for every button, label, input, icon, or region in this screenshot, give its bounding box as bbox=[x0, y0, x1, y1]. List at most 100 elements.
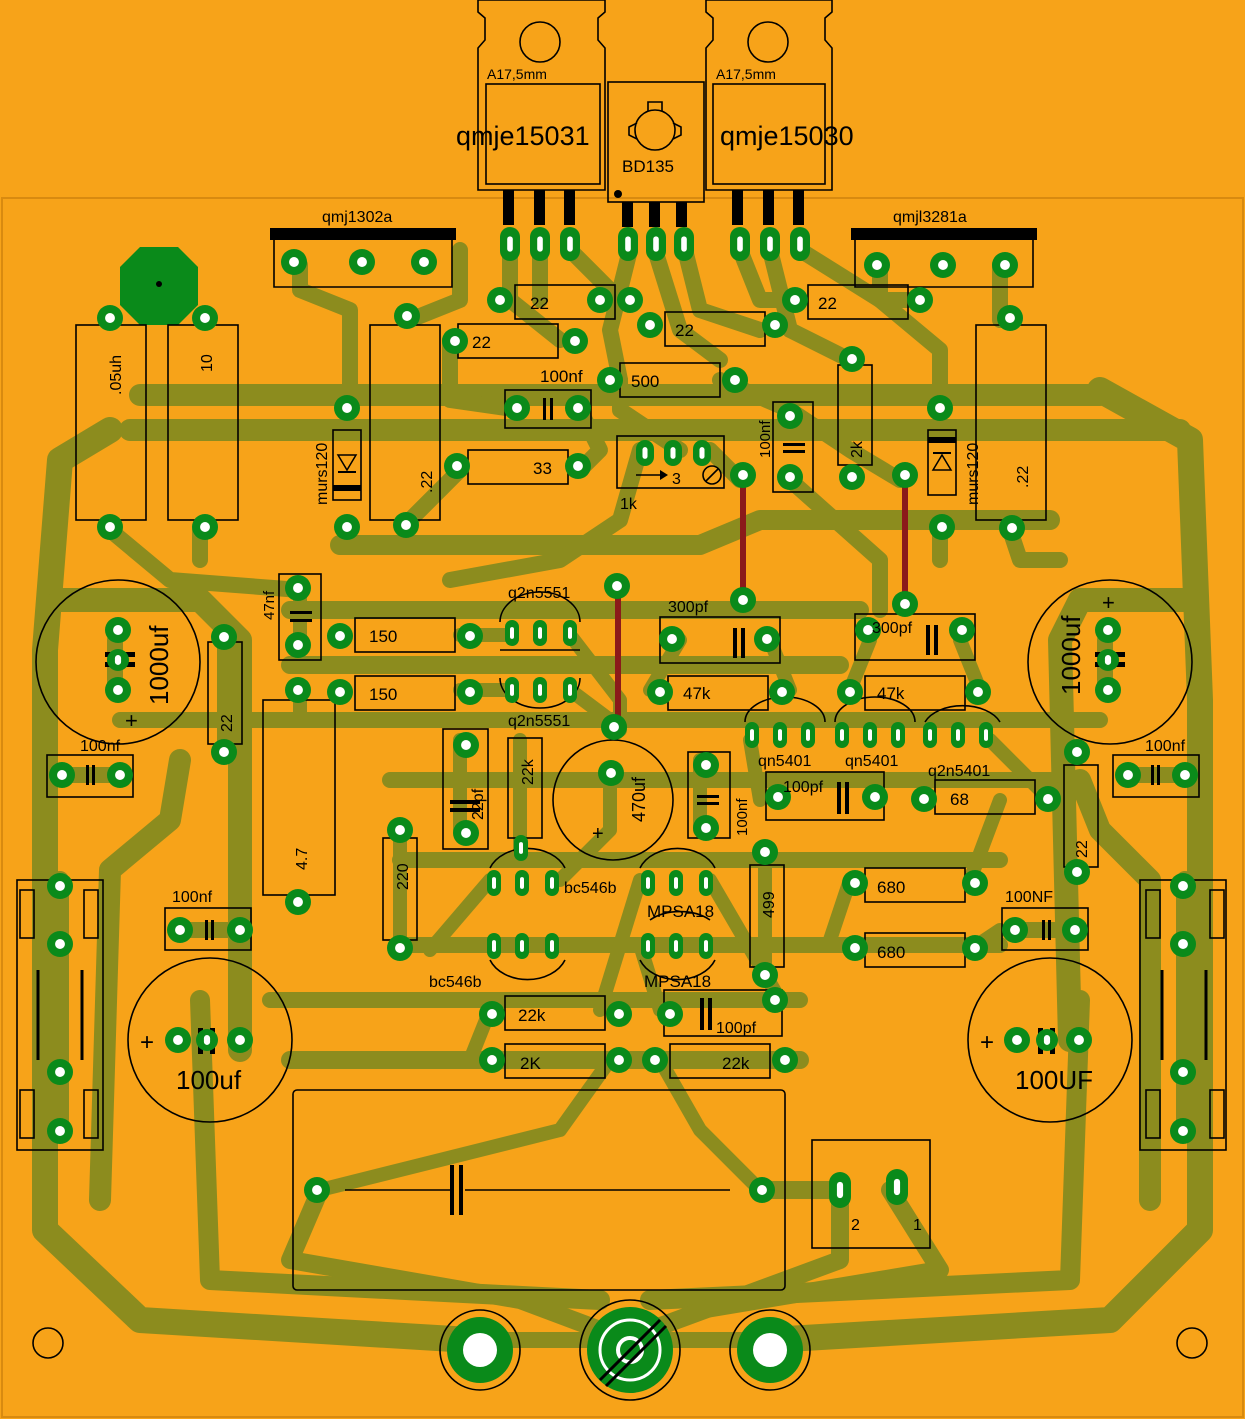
label: murs120 bbox=[965, 443, 982, 505]
drill-hole bbox=[780, 1055, 790, 1065]
drill-hole bbox=[293, 685, 303, 695]
drill-hole bbox=[863, 625, 873, 635]
drill-hole bbox=[836, 1181, 844, 1199]
drill-hole bbox=[105, 522, 115, 532]
drill-hole bbox=[1043, 794, 1053, 804]
drill-hole bbox=[1000, 260, 1010, 270]
drill-hole bbox=[452, 461, 462, 471]
label: .22 bbox=[419, 471, 436, 493]
transistor-right-to220: A17,5mm qmje15030 bbox=[705, 0, 854, 225]
drill-hole bbox=[219, 632, 229, 642]
label: 470uf bbox=[629, 776, 649, 822]
drill-hole bbox=[642, 447, 648, 459]
drill-hole bbox=[492, 940, 496, 952]
drill-hole bbox=[510, 684, 514, 696]
label: 100uf bbox=[176, 1065, 242, 1095]
drill-hole bbox=[614, 1009, 624, 1019]
drill-hole bbox=[937, 522, 947, 532]
drill-hole bbox=[550, 877, 554, 889]
silkscreen-labels: .05uh 10 murs120 murs120 .22 .22 22 22 2… bbox=[80, 294, 1186, 1234]
label: 500 bbox=[631, 372, 659, 391]
drill-hole bbox=[850, 878, 860, 888]
drill-hole bbox=[487, 1009, 497, 1019]
drill-hole bbox=[200, 522, 210, 532]
drill-hole bbox=[492, 877, 496, 889]
polarity-mark: + bbox=[980, 1029, 994, 1056]
transistor-label: qmje15031 bbox=[456, 121, 590, 151]
drill-hole bbox=[762, 634, 772, 644]
drill-hole bbox=[760, 847, 770, 857]
label: 22 bbox=[530, 294, 549, 313]
drill-hole bbox=[868, 729, 872, 741]
drill-hole bbox=[495, 295, 505, 305]
copper-traces bbox=[32, 242, 1213, 1353]
drill-hole bbox=[1012, 1035, 1022, 1045]
mount-label: A17,5mm bbox=[716, 66, 776, 82]
label: 22k bbox=[722, 1054, 750, 1073]
label: murs120 bbox=[314, 443, 331, 505]
drill-hole bbox=[507, 236, 513, 252]
label: q2n5551 bbox=[508, 585, 570, 602]
drill-hole bbox=[235, 1035, 245, 1045]
drill-hole bbox=[984, 729, 988, 741]
drill-hole bbox=[790, 295, 800, 305]
drill-hole bbox=[419, 257, 429, 267]
drill-hole bbox=[1178, 1126, 1188, 1136]
drill-hole bbox=[487, 1055, 497, 1065]
drill-hole bbox=[699, 447, 705, 459]
polarity-mark: + bbox=[125, 708, 138, 733]
label: 100nf bbox=[540, 367, 583, 386]
label: 100nf bbox=[80, 738, 121, 755]
drill-hole bbox=[395, 943, 405, 953]
drill-hole bbox=[200, 313, 210, 323]
drill-hole bbox=[1072, 747, 1082, 757]
drill-hole bbox=[785, 472, 795, 482]
drill-hole bbox=[847, 354, 857, 364]
label: 2 bbox=[851, 1217, 860, 1234]
drill-hole bbox=[537, 236, 543, 252]
drill-hole bbox=[57, 770, 67, 780]
drill-hole bbox=[806, 729, 810, 741]
drill-hole bbox=[293, 640, 303, 650]
drill-hole bbox=[845, 687, 855, 697]
drill-hole bbox=[956, 729, 960, 741]
label: 100pf bbox=[783, 779, 824, 796]
drill-hole bbox=[175, 925, 185, 935]
drill-hole bbox=[612, 581, 622, 591]
drill-hole bbox=[512, 403, 522, 413]
drill-hole bbox=[450, 336, 460, 346]
drill-hole bbox=[461, 828, 471, 838]
label: 1000uf bbox=[144, 625, 174, 705]
drill-hole bbox=[1123, 770, 1133, 780]
label: 680 bbox=[877, 943, 905, 962]
drill-hole bbox=[900, 470, 910, 480]
wire-jumpers bbox=[615, 475, 908, 725]
drill-hole bbox=[770, 320, 780, 330]
drill-hole bbox=[573, 461, 583, 471]
transistor-left-to220: A17,5mm qmje15031 bbox=[456, 0, 606, 225]
drill-hole bbox=[665, 1009, 675, 1019]
label: 3 bbox=[672, 471, 681, 488]
drill-hole bbox=[113, 625, 123, 635]
drill-hole bbox=[973, 687, 983, 697]
drill-hole bbox=[778, 729, 782, 741]
drill-hole bbox=[55, 1067, 65, 1077]
drill-hole bbox=[681, 236, 687, 252]
drill-hole bbox=[1005, 313, 1015, 323]
label: 499 bbox=[761, 891, 778, 918]
drill-hole bbox=[850, 943, 860, 953]
drill-hole bbox=[900, 599, 910, 609]
label: 100pf bbox=[716, 1020, 757, 1037]
drill-hole bbox=[219, 747, 229, 757]
drill-hole bbox=[704, 877, 708, 889]
drill-hole bbox=[568, 627, 572, 639]
drill-hole bbox=[701, 760, 711, 770]
drill-hole bbox=[957, 625, 967, 635]
label: bc546b bbox=[564, 880, 617, 897]
drill-hole bbox=[670, 447, 676, 459]
label: 100NF bbox=[1005, 889, 1053, 906]
label: 300pf bbox=[872, 620, 913, 637]
drill-hole bbox=[653, 236, 659, 252]
part-label: qmj1302a bbox=[322, 209, 392, 226]
drill-hole bbox=[625, 236, 631, 252]
